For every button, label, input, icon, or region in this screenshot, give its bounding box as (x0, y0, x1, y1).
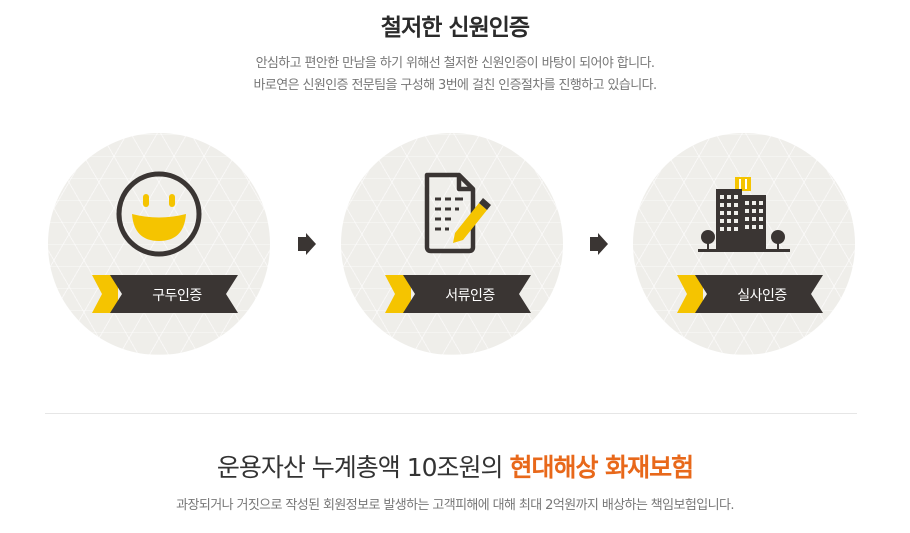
intro-line-1: 안심하고 편안한 만남을 하기 위해선 철저한 신원인증이 바탕이 되어야 합니… (255, 56, 655, 71)
ribbon: 실사인증 (677, 275, 823, 313)
arrow-right-icon (590, 233, 608, 255)
arrow-right-icon (298, 233, 316, 255)
step-onsite-verification: 실사인증 (633, 133, 855, 355)
section-divider (45, 413, 857, 414)
step-document-verification: 서류인증 (341, 133, 563, 355)
intro-line-2: 바로연은 신원인증 전문팀을 구성해 3번에 걸친 인증절차를 진행하고 있습니… (253, 78, 658, 93)
ribbon: 구두인증 (92, 275, 238, 313)
insurance-name-highlight: 현대해상 화재보험 (509, 453, 694, 482)
step-label: 실사인증 (737, 288, 787, 304)
buildings-icon (633, 169, 855, 263)
step-label: 서류인증 (445, 288, 495, 304)
ribbon: 서류인증 (385, 275, 531, 313)
insurance-headline: 운용자산 누계총액 10조원의 현대해상 화재보험 (0, 448, 910, 484)
insurance-description: 과장되거나 거짓으로 작성된 회원정보로 발생하는 고객피해에 대해 최대 2억… (176, 498, 734, 513)
document-pencil-icon (341, 169, 563, 263)
smiley-icon (48, 169, 270, 263)
step-verbal-verification: 구두인증 (48, 133, 270, 355)
step-label: 구두인증 (152, 288, 202, 304)
page-title: 철저한 신원인증 (380, 15, 530, 41)
headline-prefix: 운용자산 누계총액 10조원의 (216, 453, 510, 482)
